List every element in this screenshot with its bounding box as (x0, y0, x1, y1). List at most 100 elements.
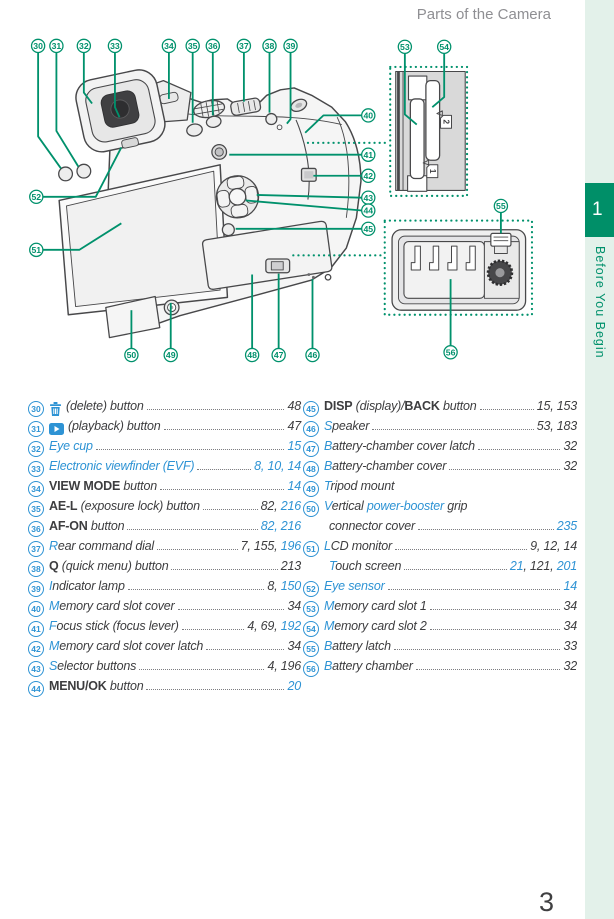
page-references: 4, 196 (267, 659, 301, 673)
page-references: 4, 69, 192 (247, 619, 301, 633)
page-ref[interactable]: 20 (287, 679, 301, 693)
battery-chamber-cover (201, 220, 333, 290)
label-text: I (49, 579, 53, 593)
page-references: 14 (563, 579, 577, 593)
cross-reference-link[interactable]: Eye cup (49, 439, 93, 453)
page-ref[interactable]: 192 (280, 619, 301, 633)
dot-leader (156, 549, 238, 550)
eye-sensor (121, 137, 139, 149)
leader-line (42, 146, 123, 198)
page-references: 53, 183 (537, 419, 578, 433)
battery-chamber-cover-latch (265, 258, 291, 274)
item-number-badge: 33 (28, 461, 44, 477)
cross-reference-link[interactable]: Eye sensor (324, 579, 385, 593)
page-ref[interactable]: 235 (556, 519, 577, 533)
callout-49: 49 (163, 302, 178, 363)
page-ref[interactable]: 15 (287, 439, 301, 453)
page-ref[interactable]: 201 (556, 559, 577, 573)
page-references: 21, 121, 201 (510, 559, 577, 573)
page-ref[interactable]: 150 (280, 579, 301, 593)
dot-leader (393, 649, 561, 650)
dot-leader (429, 629, 561, 630)
page-references: 235 (557, 519, 577, 533)
eyecup (75, 69, 166, 153)
svg-text:43: 43 (363, 193, 373, 203)
label-text: L (324, 539, 331, 553)
label-text: ear command dial (57, 539, 154, 553)
dot-leader (417, 529, 554, 530)
battery-release-wheel (486, 259, 514, 286)
label-text: button (106, 679, 144, 693)
leader-line (286, 52, 292, 125)
page-ref[interactable]: 14 (563, 579, 577, 593)
leader-line (114, 52, 121, 118)
item-number-badge: 55 (303, 641, 319, 657)
label-text: Q (49, 559, 59, 573)
label-text: V (324, 499, 332, 513)
callout-31: 31 (49, 38, 80, 168)
svg-text:44: 44 (363, 206, 373, 216)
svg-text:40: 40 (363, 111, 373, 121)
callout-41: 41 (229, 147, 376, 162)
dot-leader (127, 589, 265, 590)
page-ref[interactable]: 216 (280, 499, 301, 513)
chapter-sidebar (585, 0, 614, 919)
page-ref[interactable]: 82, 216 (260, 519, 302, 533)
page-ref[interactable]: 196 (280, 539, 301, 553)
callout-36: 36 (205, 38, 221, 116)
indicator-lamp (276, 124, 283, 131)
label-text: connector cover (329, 519, 415, 533)
svg-text:36: 36 (208, 41, 218, 51)
label-text: T (324, 479, 331, 493)
svg-text:52: 52 (31, 192, 41, 202)
item-number-badge: 54 (303, 621, 319, 637)
page-ref[interactable]: 8, 10, 14 (254, 459, 301, 473)
label-text: AF-ON (49, 519, 88, 533)
dot-leader (404, 569, 507, 570)
leader-line (304, 114, 362, 134)
label-text: MENU/OK (49, 679, 107, 693)
page-ref: 32 (563, 459, 577, 473)
page-references: 213 (281, 559, 301, 573)
cross-reference-link[interactable]: power-booster (366, 499, 444, 513)
delete-icon (49, 402, 62, 416)
item-number-badge: 45 (303, 401, 319, 417)
callout-40: 40 (304, 108, 376, 134)
memory-card-slot-2 (425, 80, 441, 161)
item-label: Eye cup (49, 439, 93, 453)
svg-text:33: 33 (110, 41, 120, 51)
cross-reference-link[interactable]: Electronic viewfinder (EVF) (49, 459, 195, 473)
page-ref: 32 (563, 659, 577, 673)
item-number-badge: 38 (28, 561, 44, 577)
item-label: Focus stick (focus lever) (49, 619, 179, 633)
inset-border (383, 219, 534, 316)
page-ref: 4, 196 (267, 659, 301, 673)
item-number-badge: 39 (28, 581, 44, 597)
callout-48: 48 (244, 274, 260, 363)
page-ref[interactable]: 21 (509, 559, 524, 573)
label-text: T (329, 559, 336, 573)
item-number-badge: 56 (303, 661, 319, 677)
page-references: 82, 216 (261, 499, 302, 513)
label-text: emory card slot 1 (334, 599, 427, 613)
page-ref[interactable]: 14 (287, 479, 301, 493)
callout-37: 37 (236, 38, 252, 102)
label-text: attery-chamber cover latch (332, 439, 475, 453)
camera-diagram: 2 1 (29, 38, 534, 363)
label-text: M (324, 619, 335, 633)
dot-leader (146, 689, 285, 690)
svg-text:31: 31 (52, 41, 62, 51)
label-text: (delete) button (66, 399, 144, 413)
dot-leader (171, 569, 278, 570)
chapter-title: Before You Begin (593, 246, 607, 359)
svg-text:41: 41 (363, 150, 373, 160)
item-label: Q (quick menu) button (49, 559, 169, 573)
grip-connector-cover (105, 295, 161, 339)
